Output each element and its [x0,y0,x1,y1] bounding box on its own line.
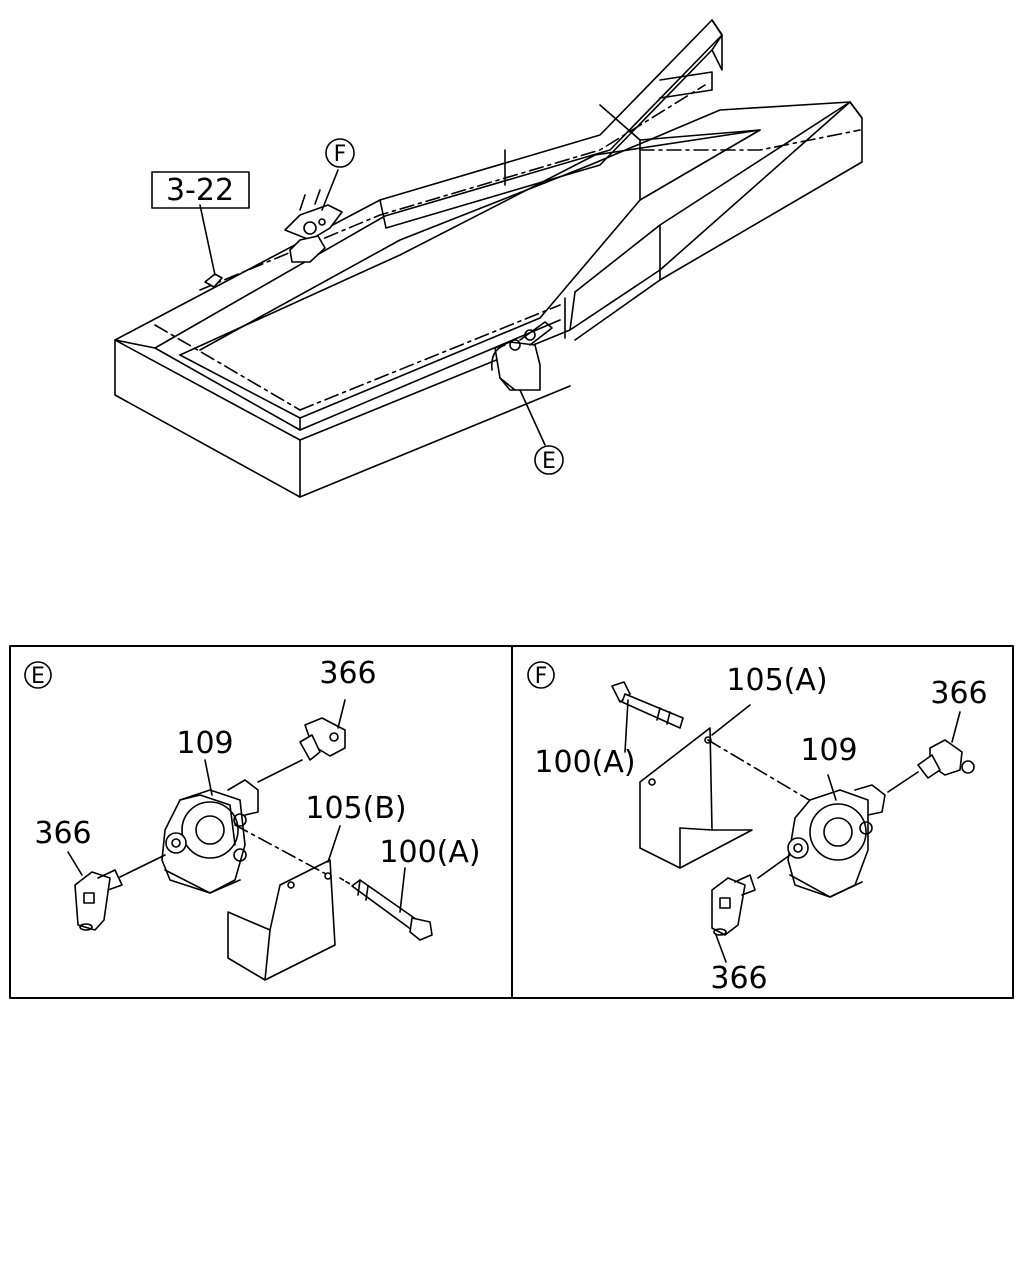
panel-f-leader-366-bottom [715,934,727,963]
panel-e-fitting-366-top [299,717,346,761]
panel-f-leader-100a [624,699,629,753]
panel-e-fitting-366-left [74,869,123,931]
panel-e-valve-109 [161,779,259,894]
callout-e-label: E [542,449,556,474]
panel-f-callout-label: F [535,664,548,689]
panel-f-connection-line-bottom [757,854,791,879]
panel-e-leader-366-left [67,851,83,876]
panel-f-valve-109 [787,784,886,898]
panel-e-leader-109 [204,759,213,796]
leader-e [519,389,546,446]
panel-e-callout-circle [24,661,52,689]
panel-e-bracket-105b [227,859,336,981]
panel-f-alignment-line [707,739,827,811]
panel-f-label-366-right: 366 [930,676,987,711]
panel-e-connection-line-left [119,854,166,878]
callout-e-circle [534,445,564,475]
panel-e-alignment-line [234,824,327,875]
panel-f-label-109: 109 [800,733,857,768]
panel-e-leader-105b [327,825,341,863]
panel-f-leader-105a [711,704,751,736]
panel-f-label-100a: 100(A) [534,745,635,780]
panel-f-bracket-105a [639,727,753,869]
panel-f-label-366-bottom: 366 [710,961,767,996]
leader-3-22 [199,204,216,276]
ref-box-3-22 [151,171,250,209]
callout-f-circle [325,138,355,168]
panel-e-label-366-left: 366 [34,816,91,851]
panel-e-bolt-axis [339,877,351,885]
panel-f-fitting-366-right [917,739,975,779]
panel-f-connection-line-right [887,771,919,793]
frame-valve-f [284,189,343,263]
panel-f-fitting-366-bottom [711,874,756,936]
panel-e-callout-label: E [31,664,45,689]
frame-stud [204,273,223,288]
panel-e-label-105b: 105(B) [305,791,406,826]
panel-e-bolt-100a [351,879,433,941]
panel-e-label-100a: 100(A) [379,835,480,870]
chassis-frame [114,19,863,498]
panel-f-label-105a: 105(A) [726,663,827,698]
panel-f-bolt-100a [611,681,684,729]
panel-f-callout-circle [527,661,555,689]
panel-f-leader-366-right [951,711,961,743]
panel-e-label-109: 109 [176,726,233,761]
panel-e-leader-100a [399,867,406,913]
frame-valve-e [490,321,553,391]
panel-e-leader-366-top [337,699,346,729]
ref-box-label: 3-22 [166,173,234,208]
panel-f-leader-109 [827,774,837,801]
callout-f-label: F [334,142,347,167]
panel-e-label-366-top: 366 [319,656,376,691]
leader-f [321,169,339,211]
panel-e-connection-line-top [257,759,303,783]
